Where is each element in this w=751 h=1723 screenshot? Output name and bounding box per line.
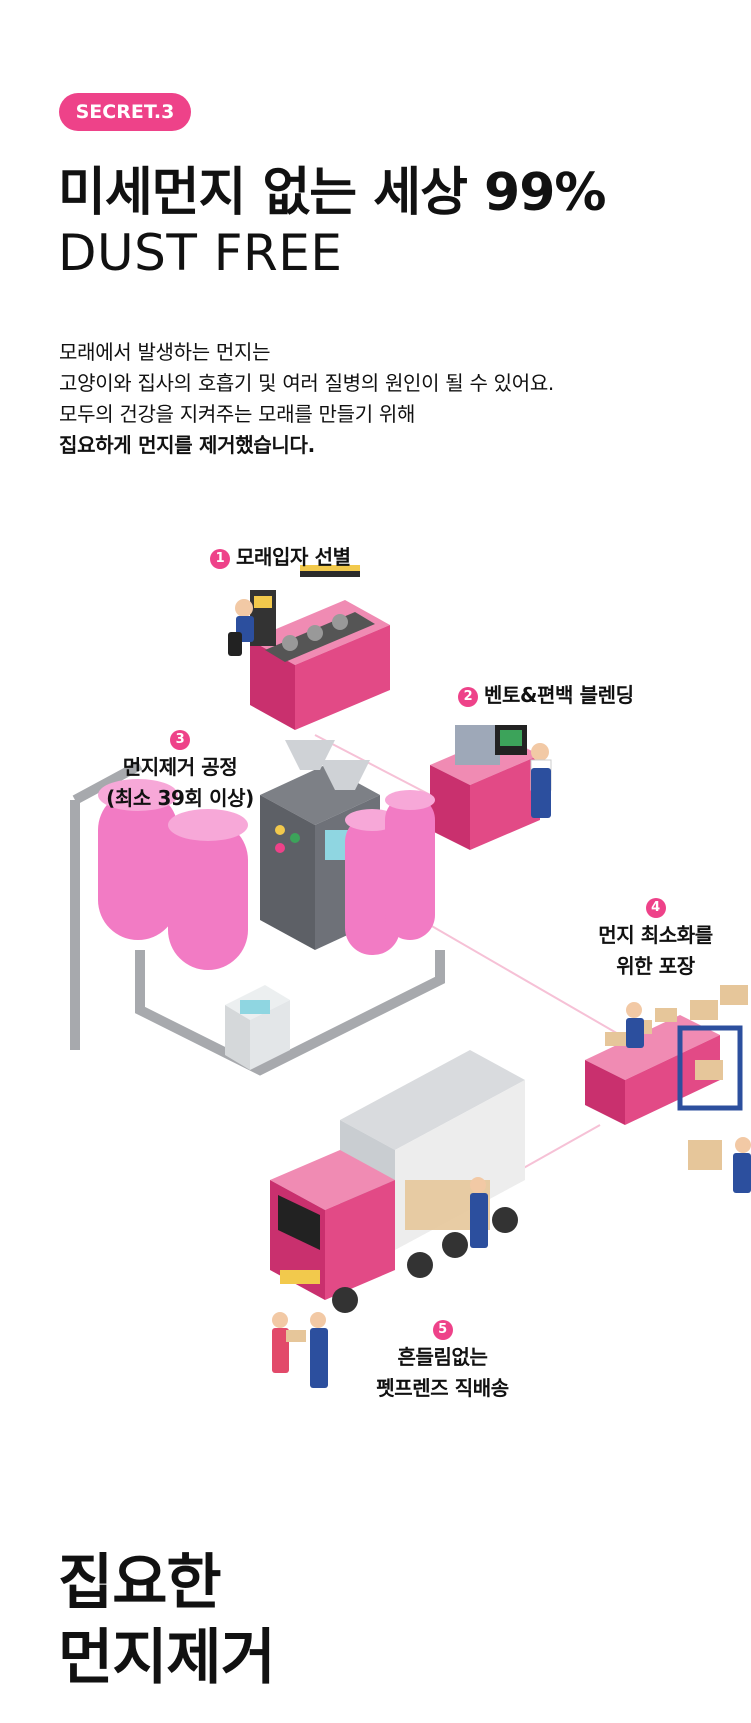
section-title: 집요한 먼지제거 bbox=[58, 1546, 276, 1696]
step-text: (최소 39회 이상) bbox=[106, 786, 254, 810]
blending-machine-illustration bbox=[430, 725, 552, 850]
step-text: 흔들림없는 bbox=[397, 1345, 488, 1369]
step-number-badge: 4 bbox=[645, 898, 666, 918]
page-title: 미세먼지 없는 세상 99% bbox=[58, 163, 606, 223]
section-title-line: 먼지제거 bbox=[58, 1623, 276, 1693]
secret-badge: SECRET.3 bbox=[59, 93, 191, 131]
step-3-label: 3 먼지제거 공정 (최소 39회 이상) bbox=[90, 730, 270, 814]
step-text: 모래입자 선별 bbox=[236, 545, 351, 569]
step-number-badge: 1 bbox=[210, 549, 230, 569]
description: 모래에서 발생하는 먼지는 고양이와 집사의 호흡기 및 여러 질병의 원인이 … bbox=[59, 337, 554, 461]
description-line: 모두의 건강을 지켜주는 모래를 만들기 위해 bbox=[59, 402, 416, 426]
step-5-label: 5 흔들림없는 펫프렌즈 직배송 bbox=[355, 1320, 530, 1404]
delivery-truck-illustration bbox=[270, 1050, 525, 1388]
step-1-label: 1 모래입자 선별 bbox=[210, 542, 351, 573]
step-text: 먼지제거 공정 bbox=[122, 755, 238, 779]
step-text: 펫프렌즈 직배송 bbox=[376, 1376, 509, 1400]
step-4-label: 4 먼지 최소화를 위한 포장 bbox=[578, 898, 733, 982]
page-subtitle: DUST FREE bbox=[58, 224, 343, 282]
description-strong-line: 집요하게 먼지를 제거했습니다. bbox=[59, 433, 315, 457]
section-title-line: 집요한 bbox=[58, 1548, 222, 1618]
description-line: 모래에서 발생하는 먼지는 bbox=[59, 340, 271, 364]
dust-removal-plant-illustration bbox=[70, 740, 445, 1076]
step-text: 먼지 최소화를 bbox=[598, 923, 713, 947]
step-text: 벤토&편백 블렌딩 bbox=[484, 683, 634, 707]
sorting-machine-illustration bbox=[228, 565, 390, 730]
step-text: 위한 포장 bbox=[616, 954, 695, 978]
step-number-badge: 3 bbox=[170, 730, 190, 750]
process-illustration bbox=[70, 565, 751, 1388]
description-line: 고양이와 집사의 호흡기 및 여러 질병의 원인이 될 수 있어요. bbox=[59, 371, 554, 395]
step-number-badge: 2 bbox=[458, 687, 478, 707]
step-number-badge: 5 bbox=[432, 1320, 453, 1340]
packing-line-illustration bbox=[585, 985, 751, 1193]
step-2-label: 2 벤토&편백 블렌딩 bbox=[458, 680, 634, 711]
